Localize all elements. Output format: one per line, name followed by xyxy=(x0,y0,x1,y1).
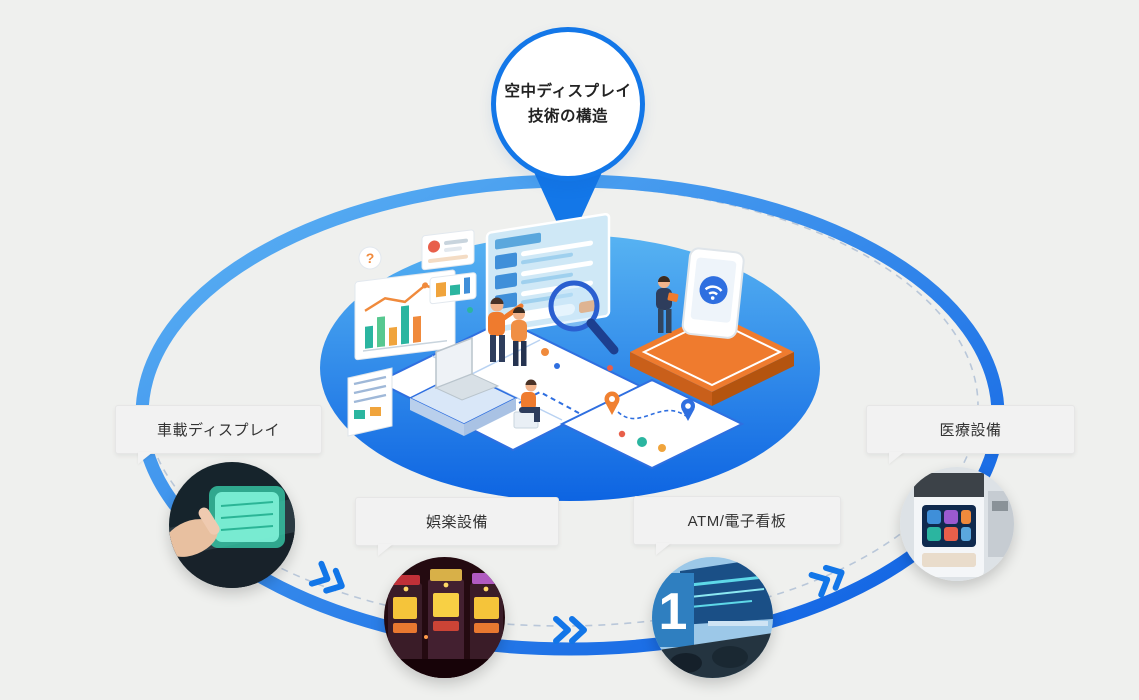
label-tail xyxy=(889,452,904,464)
stat-card xyxy=(429,272,477,305)
label-medical: 医療設備 xyxy=(866,405,1075,464)
chevron-right-double-icon xyxy=(807,557,856,603)
label-atm-signage-text: ATM/電子看板 xyxy=(687,513,787,530)
laptop xyxy=(408,336,518,436)
medical-device-photo xyxy=(900,467,1014,581)
label-car-display: 車載ディスプレイ xyxy=(115,405,322,464)
title-line-1: 空中ディスプレイ xyxy=(504,82,632,100)
label-entertainment-text: 娯楽設備 xyxy=(425,514,488,531)
person-with-device xyxy=(656,276,679,333)
badge-pointer-triangle xyxy=(533,170,603,247)
slot-machine-photo xyxy=(384,557,505,678)
aerial-display-technology-isometric-illustration: ? xyxy=(320,212,820,501)
title-line-2: 技術の構造 xyxy=(527,108,608,125)
tablet-wifi-icon xyxy=(681,247,745,339)
stat-card xyxy=(421,229,475,271)
svg-text:1: 1 xyxy=(659,583,688,641)
label-car-display-text: 車載ディスプレイ xyxy=(157,422,280,439)
label-medical-text: 医療設備 xyxy=(939,422,1002,439)
chevron-right-double-icon xyxy=(552,616,590,649)
svg-text:?: ? xyxy=(366,250,375,266)
title-badge: 空中ディスプレイ 技術の構造 xyxy=(491,27,645,181)
atm-signage-photo: 1 xyxy=(652,557,773,678)
question-bubble-icon: ? xyxy=(358,246,382,270)
chevron-right-double-icon xyxy=(305,559,354,605)
person-observer xyxy=(511,307,527,366)
label-tail xyxy=(656,543,671,555)
person-sitting xyxy=(513,379,540,429)
label-tail xyxy=(378,544,393,556)
document-stack xyxy=(347,367,393,437)
location-pin-icon xyxy=(604,391,620,415)
magnifier-icon xyxy=(548,280,619,355)
label-atm-signage: ATM/電子看板 xyxy=(633,496,841,555)
label-entertainment: 娯楽設備 xyxy=(355,497,559,556)
car-display-photo xyxy=(169,462,295,588)
label-tail xyxy=(138,452,153,464)
location-pin-icon xyxy=(681,399,695,421)
